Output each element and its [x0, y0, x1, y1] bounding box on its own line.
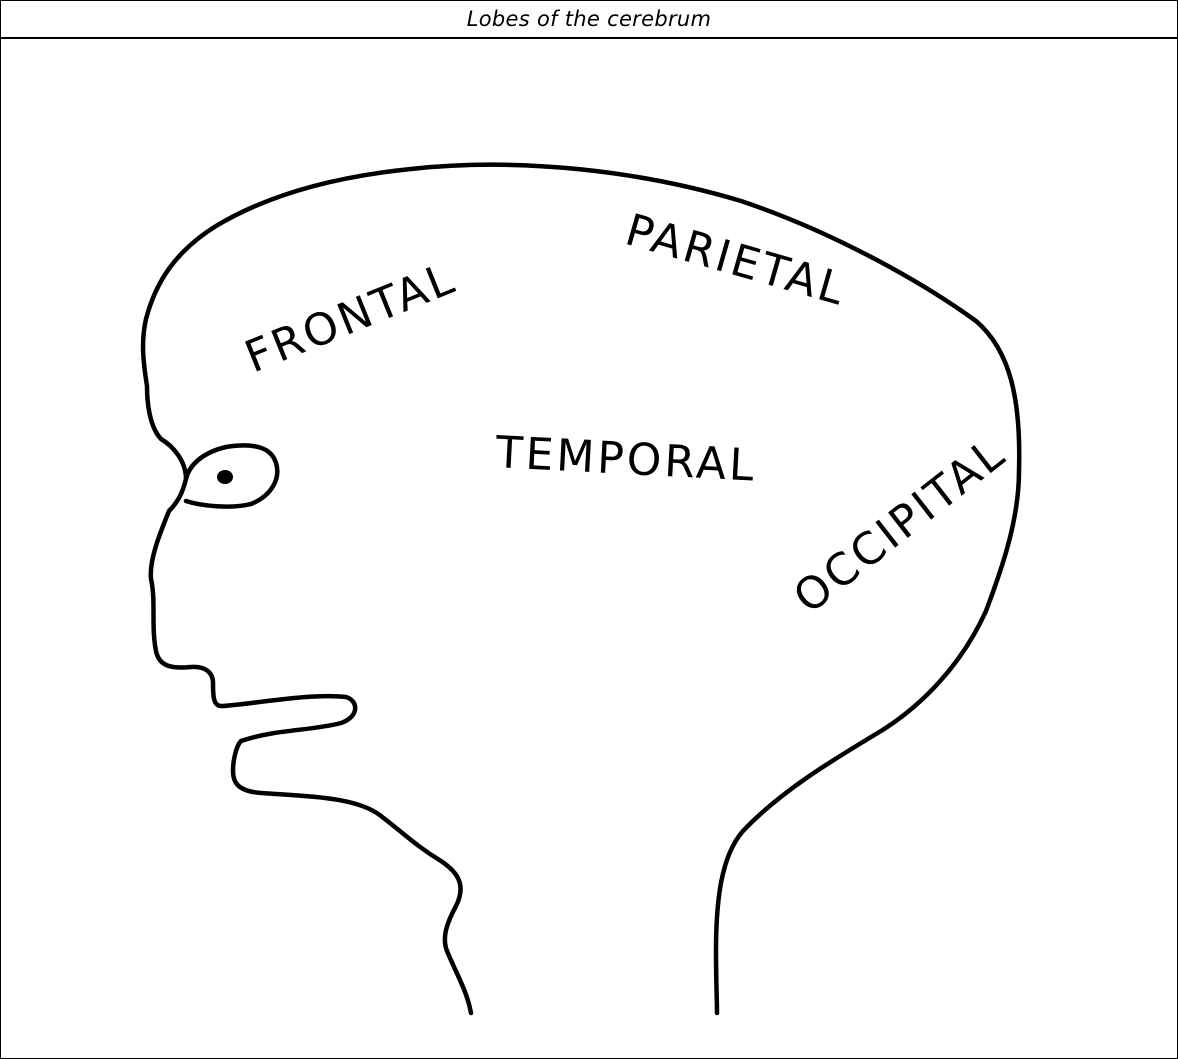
eye-pupil [217, 470, 233, 484]
label-frontal: FRONTAL [238, 253, 463, 384]
title-bar: Lobes of the cerebrum [1, 1, 1177, 39]
label-parietal: PARIETAL [620, 205, 853, 317]
head-diagram-svg: FRONTAL PARIETAL TEMPORAL OCCIPITAL [1, 39, 1177, 1058]
label-occipital: OCCIPITAL [784, 427, 1015, 623]
figure-title: Lobes of the cerebrum [467, 7, 712, 31]
head-outline [143, 165, 1019, 1013]
head-diagram: FRONTAL PARIETAL TEMPORAL OCCIPITAL [1, 39, 1177, 1058]
label-temporal: TEMPORAL [493, 427, 758, 492]
